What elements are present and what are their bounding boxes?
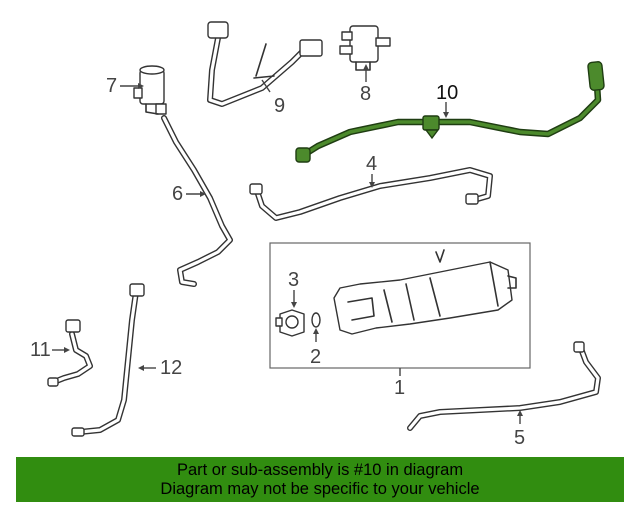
callout-4: 4 <box>366 153 377 188</box>
part-8-purge-valve <box>339 25 391 71</box>
callout-label-1: 1 <box>394 377 405 399</box>
callout-10: 10 <box>436 82 458 118</box>
part-2-o-ring <box>311 312 321 328</box>
banner-line-2: Diagram may not be specific to your vehi… <box>160 479 480 498</box>
callout-label-5: 5 <box>514 427 525 449</box>
callout-label-7: 7 <box>106 75 117 97</box>
callout-11: 11 <box>30 339 70 361</box>
callout-3: 3 <box>288 269 299 308</box>
callout-label-2: 2 <box>310 346 321 368</box>
callout-12: 12 <box>138 357 182 379</box>
callout-label-12: 12 <box>160 357 182 379</box>
callout-label-6: 6 <box>172 183 183 205</box>
callout-9: 9 <box>261 79 285 117</box>
callout-label-9: 9 <box>274 95 285 117</box>
part-5-hose <box>407 341 601 431</box>
callout-label-4: 4 <box>366 153 377 175</box>
info-banner: Part or sub-assembly is #10 in diagram D… <box>16 457 624 502</box>
part-11-hose <box>47 319 93 387</box>
part-7-canister-valve <box>133 65 167 115</box>
part-9-vent-hose <box>207 21 323 107</box>
callout-1: 1 <box>394 368 405 399</box>
part-6-hose <box>161 115 233 287</box>
callout-7: 7 <box>106 75 144 97</box>
part-10-vapor-line-highlighted <box>295 61 605 163</box>
part-1-evap-canister <box>333 249 517 335</box>
callout-2: 2 <box>310 328 321 368</box>
banner-line-1: Part or sub-assembly is #10 in diagram <box>176 460 464 479</box>
callout-label-11: 11 <box>30 339 51 361</box>
callout-5: 5 <box>514 410 525 449</box>
callout-6: 6 <box>172 183 206 205</box>
callout-label-10: 10 <box>436 82 458 104</box>
callout-8: 8 <box>360 64 371 105</box>
callout-label-8: 8 <box>360 83 371 105</box>
part-4-hose <box>249 167 493 221</box>
part-12-hose <box>71 283 145 437</box>
callout-label-3: 3 <box>288 269 299 291</box>
part-3-valve <box>275 309 305 337</box>
